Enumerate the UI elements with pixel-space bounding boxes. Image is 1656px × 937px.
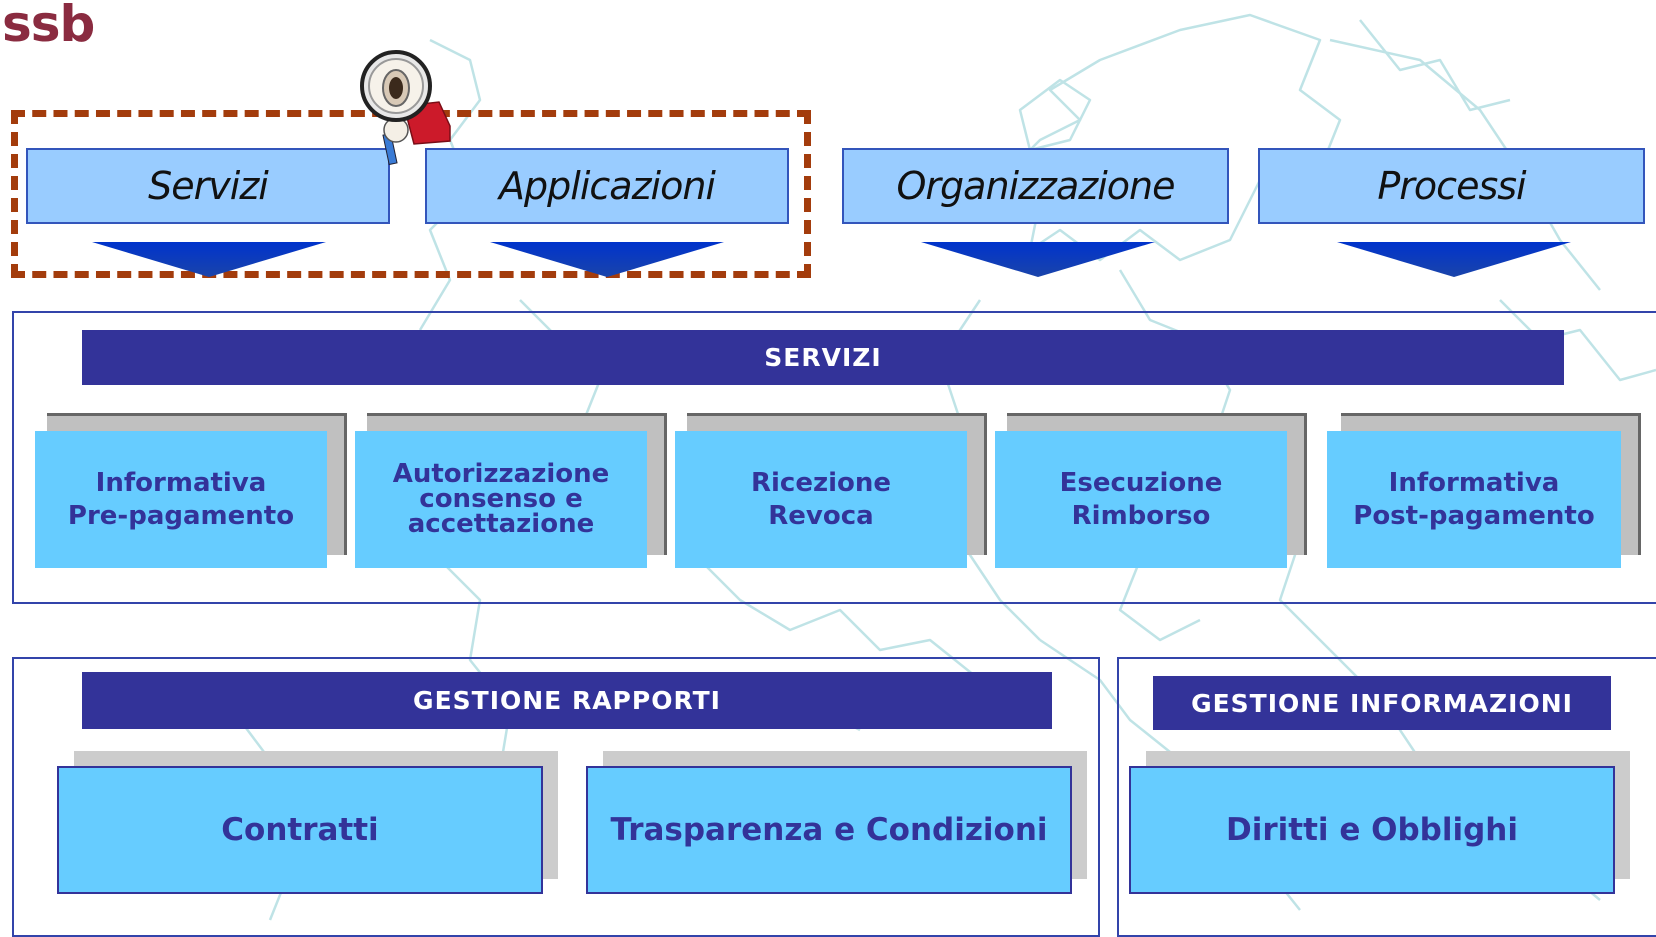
category-servizi[interactable]: Servizi bbox=[26, 148, 390, 224]
category-organizzazione[interactable]: Organizzazione bbox=[842, 148, 1229, 224]
category-applicazioni[interactable]: Applicazioni bbox=[425, 148, 789, 224]
service-card-autorizzazione[interactable]: Autorizzazione consenso e accettazione bbox=[355, 431, 647, 568]
card-diritti-obblighi[interactable]: Diritti e Obblighi bbox=[1129, 766, 1615, 894]
servizi-panel bbox=[12, 311, 1656, 604]
magnifier-figure-icon bbox=[360, 50, 451, 166]
card-trasparenza-condizioni[interactable]: Trasparenza e Condizioni bbox=[586, 766, 1072, 894]
card-contratti[interactable]: Contratti bbox=[57, 766, 543, 894]
service-card-ricezione-revoca[interactable]: Ricezione Revoca bbox=[675, 431, 967, 568]
category-processi[interactable]: Processi bbox=[1258, 148, 1645, 224]
gestione-informazioni-banner: GESTIONE INFORMAZIONI bbox=[1153, 676, 1611, 730]
service-card-informativa-post-pagamento[interactable]: Informativa Post-pagamento bbox=[1327, 431, 1621, 568]
servizi-banner: SERVIZI bbox=[82, 330, 1564, 385]
ssb-logo: ssb bbox=[2, 0, 95, 53]
service-card-informativa-pre-pagamento[interactable]: Informativa Pre-pagamento bbox=[35, 431, 327, 568]
service-card-esecuzione-rimborso[interactable]: Esecuzione Rimborso bbox=[995, 431, 1287, 568]
gestione-rapporti-banner: GESTIONE RAPPORTI bbox=[82, 672, 1052, 729]
